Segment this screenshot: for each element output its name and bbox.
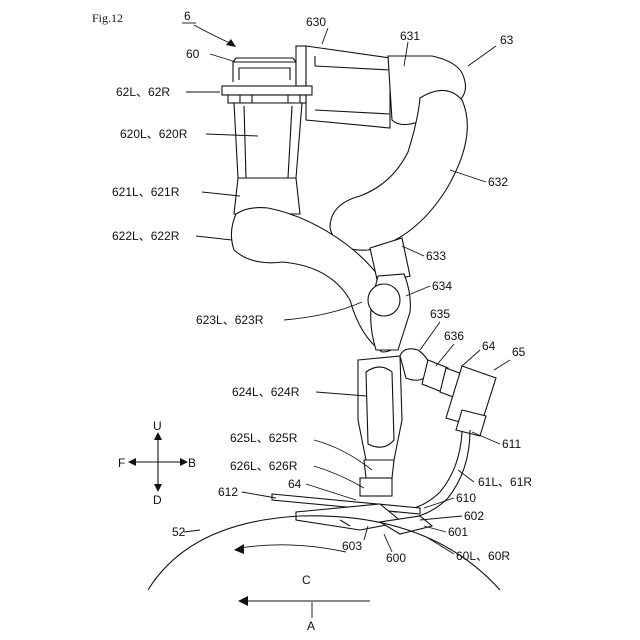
label-601: 601 (448, 525, 468, 539)
label-65: 65 (512, 345, 526, 359)
label-64-upper: 64 (482, 339, 496, 353)
cable-61 (394, 432, 462, 512)
label-635: 635 (430, 307, 450, 321)
part-625 (364, 460, 394, 478)
label-60: 60 (186, 47, 200, 61)
label-636: 636 (444, 329, 464, 343)
label-621: 621L、621R (112, 185, 180, 199)
label-52: 52 (172, 525, 186, 539)
label-61: 61L、61R (478, 475, 532, 489)
label-624: 624L、624R (232, 385, 300, 399)
direction-forward: F (118, 456, 125, 470)
label-630: 630 (306, 15, 326, 29)
top-cable-part-60 (233, 46, 306, 86)
label-62: 62L、62R (116, 85, 170, 99)
label-612: 612 (218, 485, 238, 499)
direction-down: D (153, 493, 162, 507)
part-626 (360, 478, 392, 496)
label-623: 623L、623R (196, 313, 264, 327)
label-622: 622L、622R (112, 229, 180, 243)
label-633: 633 (426, 249, 446, 263)
figure-title: Fig.12 (92, 11, 123, 25)
label-631: 631 (400, 29, 420, 43)
mount-plate-62 (222, 86, 312, 95)
label-600: 600 (386, 551, 406, 565)
label-a: A (307, 619, 315, 633)
label-610: 610 (456, 491, 476, 505)
label-60LR: 60L、60R (456, 549, 510, 563)
arrow-c-head (234, 544, 244, 554)
label-620: 620L、620R (120, 127, 188, 141)
figure-ref-arrowhead (226, 39, 236, 47)
label-63: 63 (500, 33, 514, 47)
label-c: C (302, 573, 311, 587)
label-64-lower: 64 (288, 477, 302, 491)
label-626: 626L、626R (230, 459, 298, 473)
label-632: 632 (488, 175, 508, 189)
direction-up: U (153, 419, 162, 433)
figure-ref-leader (194, 25, 232, 44)
label-603: 603 (342, 539, 362, 553)
label-625: 625L、625R (230, 431, 298, 445)
label-602: 602 (464, 509, 484, 523)
joint-623 (368, 284, 400, 316)
label-634: 634 (432, 279, 452, 293)
link-630 (306, 46, 390, 128)
lower-leg-624 (358, 356, 402, 460)
arrow-c (240, 545, 346, 552)
figure-ref-number: 6 (184, 9, 191, 23)
direction-back: B (188, 456, 196, 470)
arrow-a-head (238, 596, 248, 606)
label-611: 611 (502, 437, 521, 451)
direction-compass (128, 432, 188, 492)
